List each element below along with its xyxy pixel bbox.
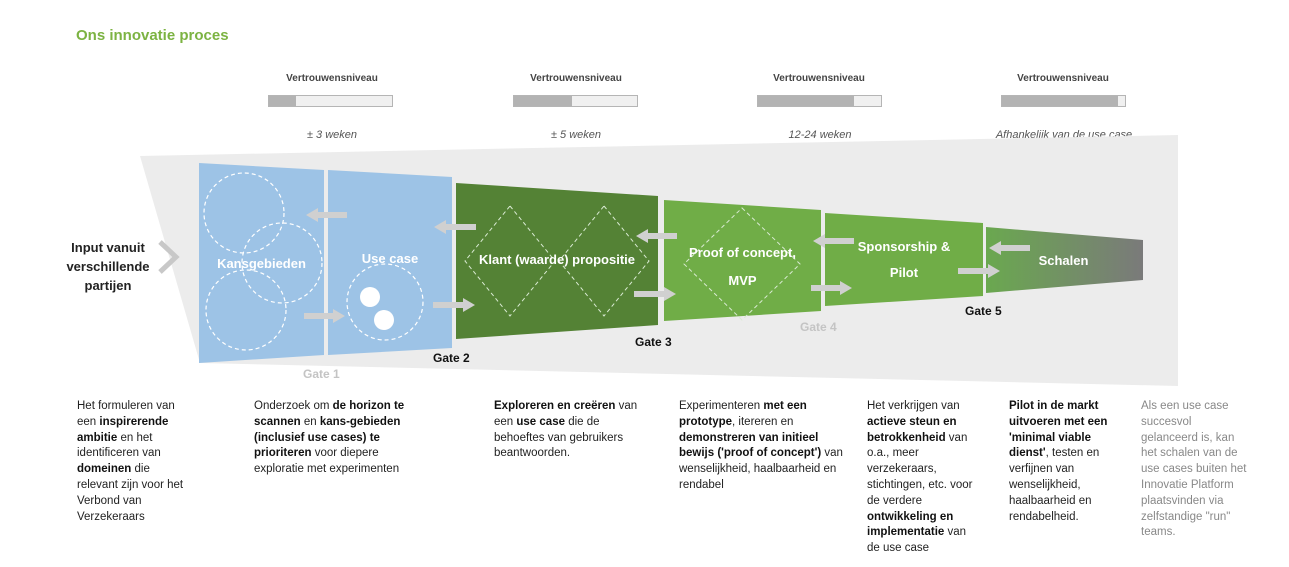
trust-level-bar (757, 95, 882, 107)
dashed-circle (203, 172, 285, 254)
trust-level-fill (269, 96, 297, 106)
dashed-diamond (558, 205, 650, 317)
description-text: Experimenteren (679, 400, 764, 412)
arrow-left-icon (434, 220, 476, 234)
arrow-right-icon (634, 287, 676, 301)
arrow-right-icon (811, 281, 852, 295)
stage-schalen-block (986, 227, 1143, 293)
gate-2-label: Gate 2 (433, 351, 470, 365)
description-text: met een prototype (679, 400, 807, 428)
stage-schalen-label: Schalen (1038, 253, 1089, 268)
arrows (304, 208, 1030, 323)
description-text: Exploreren en creëren (494, 400, 616, 412)
description-text: , testen en verfijnen van wenselijkheid,… (1009, 447, 1100, 523)
description-text: Pilot in de markt uitvoeren met een 'min… (1009, 400, 1108, 460)
dashed-diamond (683, 207, 801, 321)
description-text: use case (516, 415, 565, 428)
description-text: ontwikkeling en implementatie (867, 510, 954, 539)
arrow-left-icon (306, 208, 347, 222)
trust-level-label: Vertrouwensniveau (286, 73, 378, 84)
stage-klant-block (456, 183, 658, 339)
description-pilot: Pilot in de markt uitvoeren met een 'min… (1009, 399, 1121, 525)
dashed-circle (205, 269, 287, 351)
arrow-left-icon (636, 229, 677, 243)
description-text: Het formuleren van een (77, 400, 175, 428)
stage-kansgebieden-block (199, 163, 324, 363)
stage-sponsorship-label-1: Sponsorship & (857, 239, 951, 254)
duration-label: ± 3 weken (306, 129, 358, 141)
description-text: demonstreren van initieel bewijs ('proof… (679, 431, 822, 460)
trust-level-fill (1002, 96, 1118, 106)
trust-level-bar (513, 95, 638, 107)
description-text: van de use case (867, 526, 967, 555)
description-text: , itereren en (732, 415, 794, 428)
description-kansgebieden: Het formuleren van een inspirerende ambi… (77, 399, 185, 525)
description-text: voor diepere exploratie met experimenten (254, 447, 400, 476)
description-text: inspirerende ambitie (77, 415, 169, 444)
description-text: en het identificeren van (77, 431, 161, 460)
trust-level-label: Vertrouwensniveau (1017, 73, 1109, 84)
arrow-left-icon (813, 234, 854, 248)
trust-level-bar (268, 95, 393, 107)
arrow-right-icon (304, 309, 345, 323)
trust-level-bar (1001, 95, 1126, 107)
dashed-circle (346, 263, 424, 341)
stage-use-case-label: Use case (361, 251, 419, 266)
description-text: de horizon te scannen (254, 400, 405, 428)
gate-3-label: Gate 3 (635, 335, 672, 349)
description-text: actieve steun en betrokkenheid (867, 415, 957, 444)
page-title: Ons innovatie proces (76, 27, 229, 44)
description-poc: Experimenteren met een prototype, iterer… (679, 399, 849, 494)
stage-sponsorship-block (825, 213, 983, 306)
stage-poc-label-2: MVP (728, 273, 757, 288)
gate-1-label: Gate 1 (303, 367, 340, 381)
chevron-right-icon (158, 240, 180, 274)
description-text: die de behoeftes van gebruikers beantwoo… (494, 415, 624, 460)
duration-label: 12-24 weken (788, 129, 852, 141)
description-text: kans-gebieden (inclusief use cases) te p… (254, 415, 401, 460)
description-klant: Exploreren en creëren van een use case d… (494, 399, 649, 462)
description-schalen: Als een use case succesvol gelanceerd is… (1141, 399, 1251, 541)
input-label: Input vanuit verschillende partijen (66, 240, 150, 293)
description-text: Als een use case succesvol gelanceerd is… (1141, 400, 1247, 539)
description-text: Het verkrijgen van (867, 400, 960, 412)
duration-label: ± 5 weken (550, 129, 602, 141)
description-text: domeinen (77, 463, 132, 476)
description-text: van o.a., meer verzekeraars, stichtingen… (867, 431, 973, 507)
arrow-right-icon (958, 264, 1000, 278)
gate-4-label: Gate 4 (800, 320, 837, 334)
stage-use-case-block (328, 170, 452, 355)
stage-klant-label: Klant (waarde) propositie (478, 252, 636, 267)
description-text: die relevant zijn voor het Verbond van V… (77, 463, 184, 523)
description-text: Onderzoek om (254, 400, 333, 412)
trust-level-fill (758, 96, 854, 106)
description-use-case: Onderzoek om de horizon te scannen en ka… (254, 399, 409, 478)
stage-poc-label-1: Proof of concept, (689, 245, 796, 260)
description-text: en (300, 415, 320, 428)
description-text: van een (494, 400, 638, 428)
gate-5-label: Gate 5 (965, 304, 1002, 318)
dashed-diamond (464, 205, 556, 317)
description-text: van wenselijkheid, haalbaarheid en renda… (679, 447, 843, 491)
trust-level-label: Vertrouwensniveau (530, 73, 622, 84)
arrow-right-icon (433, 298, 475, 312)
trust-level-label: Vertrouwensniveau (773, 73, 865, 84)
stage-sponsorship-label-2: Pilot (889, 265, 919, 280)
solid-circle (374, 310, 394, 330)
stage-kansgebieden-label: Kansgebieden (217, 256, 306, 271)
arrow-left-icon (989, 241, 1030, 255)
solid-circle (360, 287, 380, 307)
dashed-circle (241, 222, 323, 304)
description-sponsorship: Het verkrijgen van actieve steun en betr… (867, 399, 977, 557)
stage-poc-block (664, 200, 821, 321)
trust-level-fill (514, 96, 572, 106)
